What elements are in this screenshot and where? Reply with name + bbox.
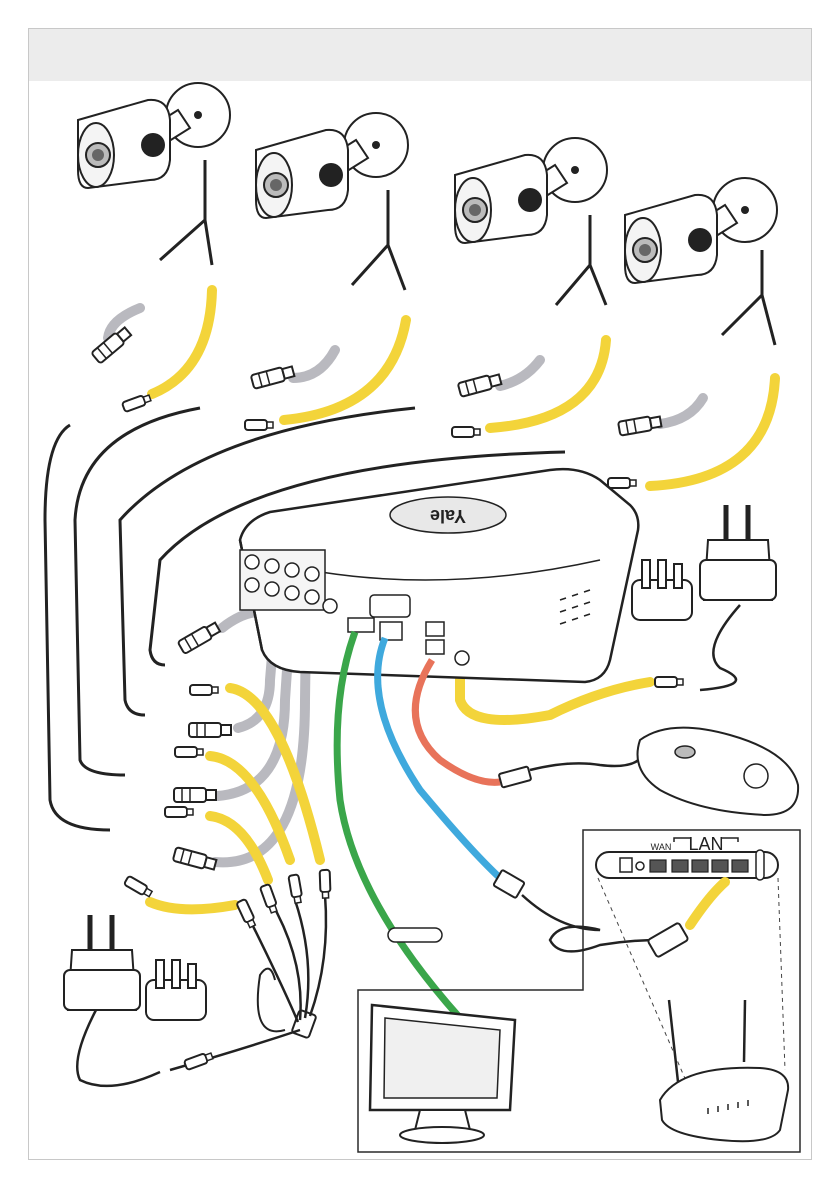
dc-connector-icon xyxy=(184,1051,214,1070)
dc-connector-icon xyxy=(320,870,331,898)
dc-connector-icon xyxy=(165,807,193,817)
dc-connector-icon xyxy=(608,478,636,488)
dc-connector-icon xyxy=(175,747,203,757)
lan-label: LAN xyxy=(688,834,723,854)
power-adapter-icon xyxy=(700,505,776,600)
router-icon xyxy=(660,1000,788,1141)
dvr-recorder-icon: Yale xyxy=(240,469,638,682)
dc-connector-icon xyxy=(288,874,303,903)
dc-connector-icon xyxy=(655,677,683,687)
camera-icon xyxy=(78,83,230,188)
uk-plug-icon xyxy=(632,560,692,620)
dc-connector-icon xyxy=(245,420,273,430)
rj45-connector-icon xyxy=(647,922,688,957)
hdmi-label-pill xyxy=(388,928,442,942)
router-arrow xyxy=(690,882,725,925)
mouse-icon xyxy=(638,728,799,815)
uk-plug-icon xyxy=(146,960,206,1020)
hdmi-cable xyxy=(337,632,460,1018)
bnc-connector-icon xyxy=(173,847,217,871)
adapter-cord xyxy=(700,605,740,690)
bnc-connector-icon xyxy=(174,788,216,802)
power-adapter-icon xyxy=(64,915,140,1010)
bnc-connector-icon xyxy=(189,723,231,737)
dc-connector-icon xyxy=(124,876,153,899)
monitor-icon xyxy=(370,1005,515,1143)
camera-icon xyxy=(455,138,607,243)
bnc-connector-icon xyxy=(618,415,662,436)
dc-connector-icon xyxy=(452,427,480,437)
wan-label: WAN xyxy=(651,842,672,852)
bnc-connector-icon xyxy=(251,365,295,389)
bnc-connector-icon xyxy=(178,621,221,654)
usb-plug-icon xyxy=(499,766,532,787)
dc-connector-icon xyxy=(122,393,152,412)
dvr-logo: Yale xyxy=(430,506,466,526)
dc-connector-icon xyxy=(190,685,218,695)
dc-connector-icon xyxy=(260,884,279,914)
bnc-connector-icon xyxy=(458,373,502,397)
camera-icon xyxy=(256,113,408,218)
camera-icon xyxy=(625,178,777,283)
dc-connector-icon xyxy=(236,899,257,929)
